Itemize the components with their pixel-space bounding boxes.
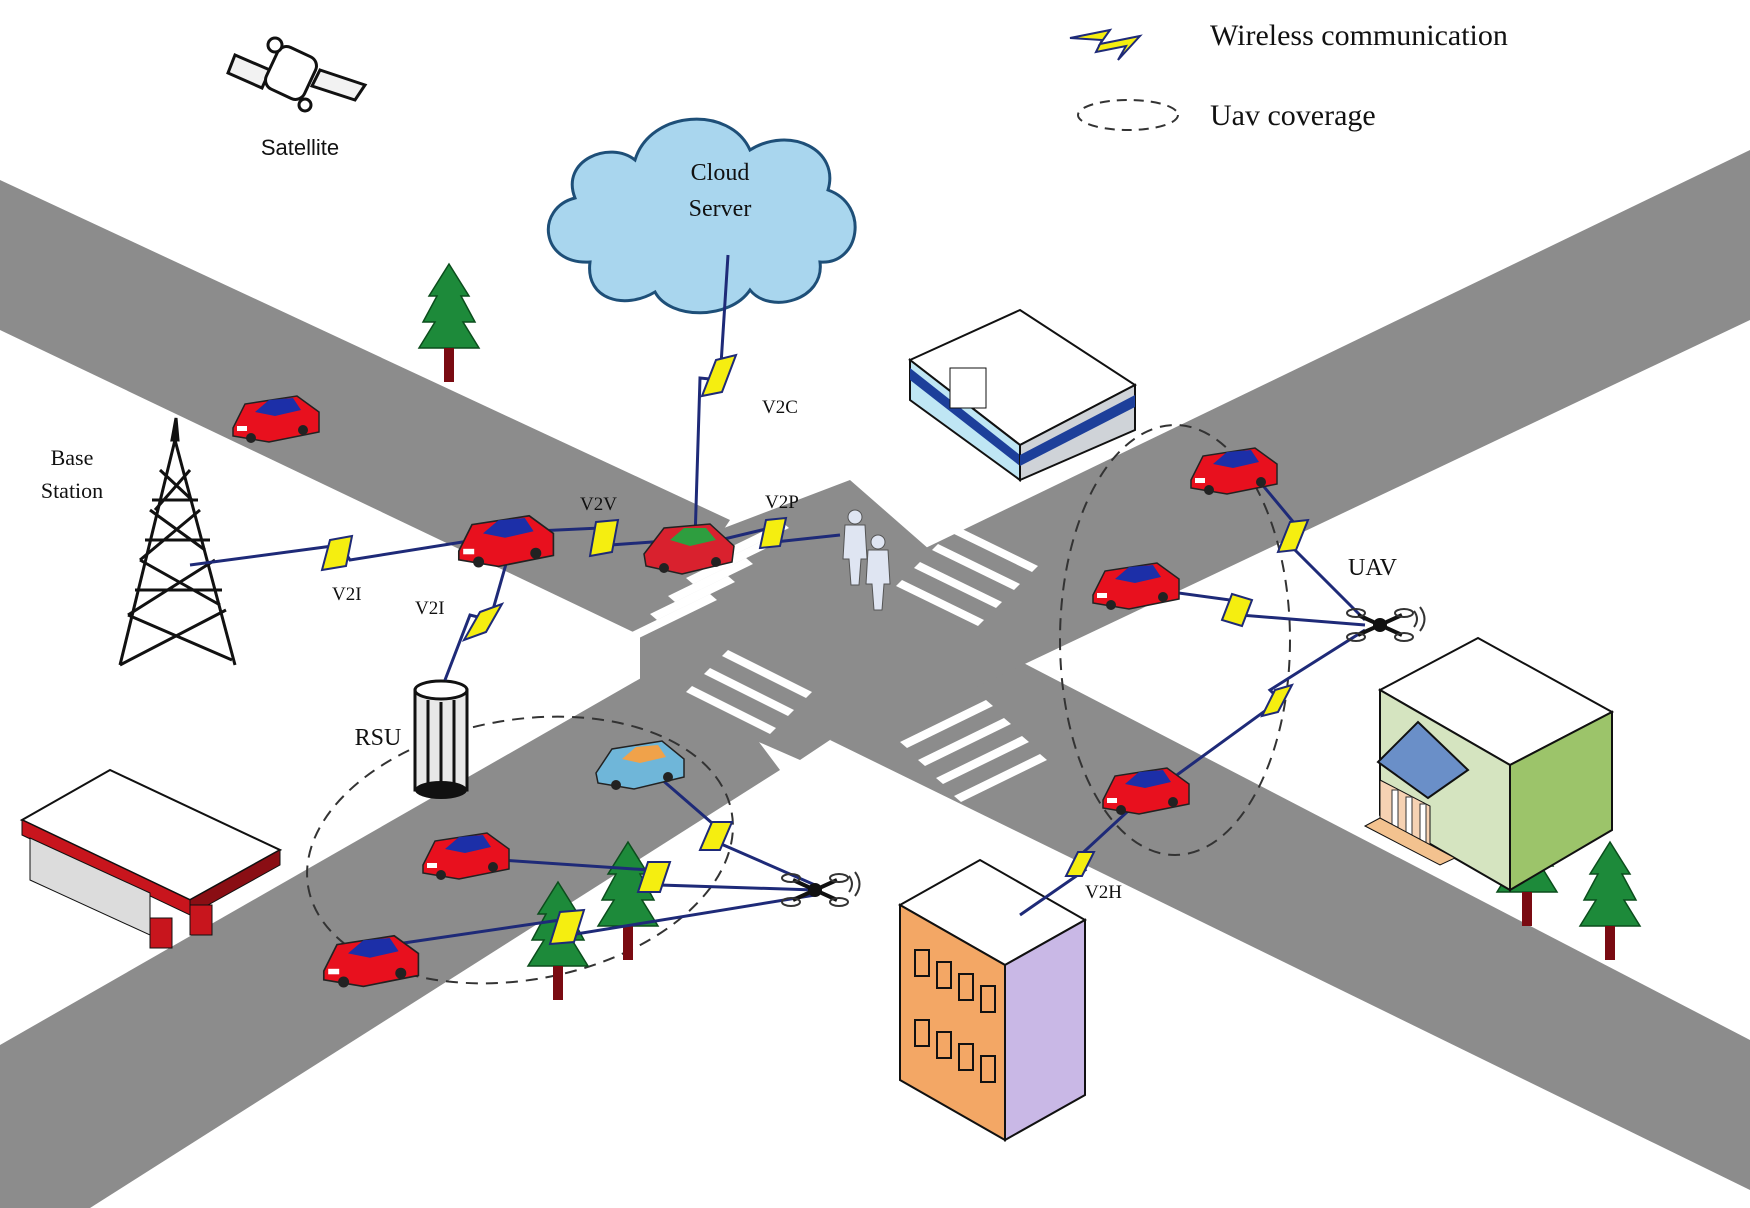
office-building-north [908, 308, 1137, 482]
tree-icon [418, 263, 480, 383]
rsu: RSU [355, 679, 469, 799]
label-v2i-tower: V2I [332, 584, 362, 605]
legend-coverage-label: Uav coverage [1210, 99, 1376, 132]
gas-station [19, 768, 283, 949]
uav-coverage-area-east [1059, 424, 1291, 856]
road-sw [0, 650, 780, 1208]
crosswalk-west [686, 650, 812, 734]
road-se [830, 630, 1750, 1190]
satellite: Satellite [226, 36, 368, 160]
coverage-legend-icon [1077, 99, 1179, 131]
wireless-legend-icon [1069, 28, 1143, 61]
legend-wireless-label: Wireless communication [1210, 19, 1508, 52]
satellite-label: Satellite [261, 135, 339, 160]
base-station-label-line1: Base [51, 445, 94, 470]
car-icon [595, 740, 685, 790]
label-v2h: V2H [1085, 882, 1122, 903]
base-station-label-line2: Station [41, 478, 103, 503]
cloud-label-line2: Server [689, 196, 752, 222]
cloud-server: Cloud Server [546, 117, 857, 315]
label-v2c: V2C [762, 397, 798, 418]
rsu-icon [413, 679, 469, 799]
label-v2v: V2V [580, 494, 617, 515]
cloud-label-line1: Cloud [691, 160, 750, 186]
legend: Wireless communication Uav coverage [1069, 19, 1508, 132]
label-v2p: V2P [765, 492, 799, 513]
cell-tower-icon [118, 417, 237, 667]
road-ne [880, 150, 1750, 690]
lightning-bolts [320, 353, 1310, 946]
tree-icon [1579, 841, 1641, 961]
link-labels: V2C V2V V2P V2I V2I V2H UAV [332, 397, 1398, 903]
satellite-icon [226, 36, 368, 113]
uav-coverage-area-west [306, 715, 734, 985]
label-v2i-rsu: V2I [415, 598, 445, 619]
vehicles [232, 395, 1278, 989]
cloud-icon [546, 117, 857, 315]
base-station: Base Station [41, 417, 237, 667]
apartment-building [897, 858, 1088, 1142]
bank-building [1363, 636, 1615, 892]
crosswalk-south [900, 700, 1047, 802]
road-nw [0, 180, 730, 640]
rsu-label: RSU [355, 725, 402, 751]
car-icon [643, 523, 735, 575]
crosswalk-east [896, 526, 1038, 626]
label-uav: UAV [1348, 555, 1398, 581]
